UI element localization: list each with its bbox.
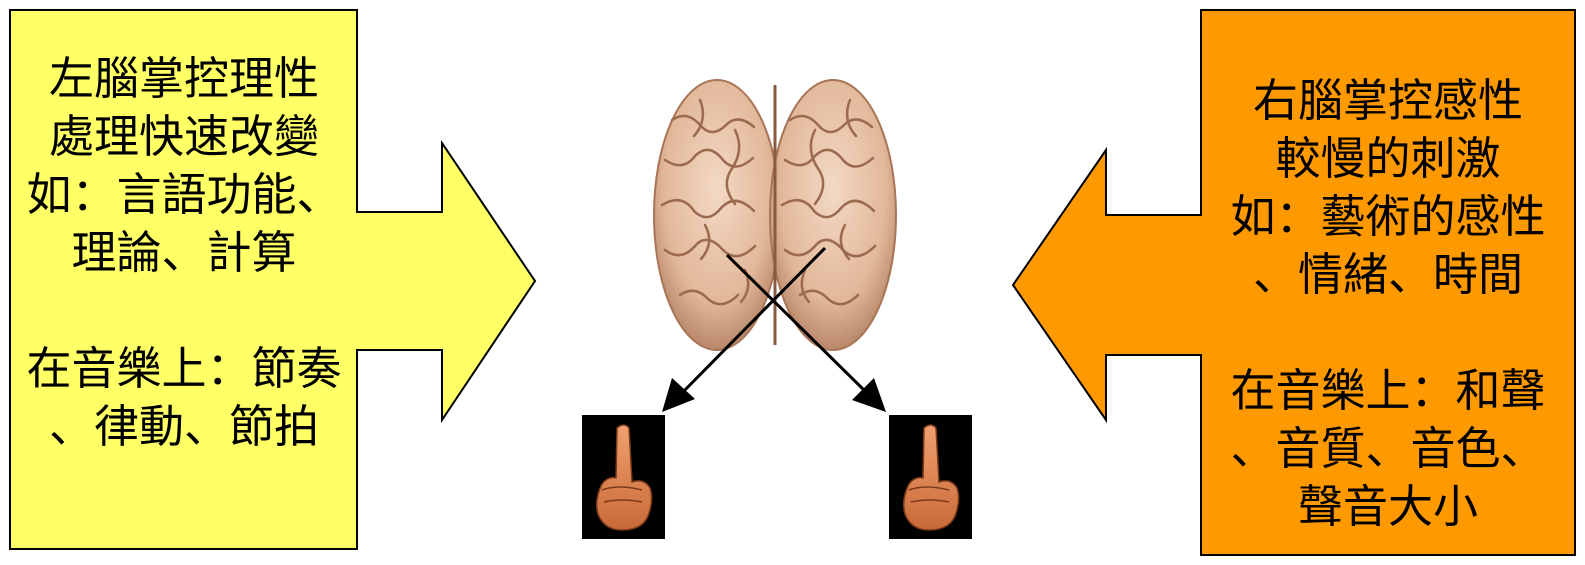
left-line-1: 左腦掌控理性 (8, 50, 360, 108)
right-line-6: 、音質、音色、 (1203, 420, 1573, 478)
pointing-hand-icon-left (582, 415, 665, 539)
left-panel-text: 左腦掌控理性 處理快速改變 如：言語功能、 理論、計算 在音樂上：節奏 、律動、… (8, 50, 360, 456)
right-gap (1203, 304, 1573, 362)
brain-illustration (654, 80, 896, 350)
right-line-5: 在音樂上：和聲 (1203, 362, 1573, 420)
right-line-1: 右腦掌控感性 (1203, 72, 1573, 130)
left-line-2: 處理快速改變 (8, 108, 360, 166)
left-line-6: 、律動、節拍 (8, 398, 360, 456)
left-line-4: 理論、計算 (8, 224, 360, 282)
right-panel-text: 右腦掌控感性 較慢的刺激 如：藝術的感性 、情緒、時間 在音樂上：和聲 、音質、… (1203, 72, 1573, 536)
pointing-hand-icon-right (889, 415, 972, 539)
left-line-3: 如：言語功能、 (8, 166, 360, 224)
left-gap (8, 282, 360, 340)
left-line-5: 在音樂上：節奏 (8, 340, 360, 398)
right-line-2: 較慢的刺激 (1203, 130, 1573, 188)
right-line-7: 聲音大小 (1203, 478, 1573, 536)
right-line-3: 如：藝術的感性 (1203, 188, 1573, 246)
right-line-4: 、情緒、時間 (1203, 246, 1573, 304)
